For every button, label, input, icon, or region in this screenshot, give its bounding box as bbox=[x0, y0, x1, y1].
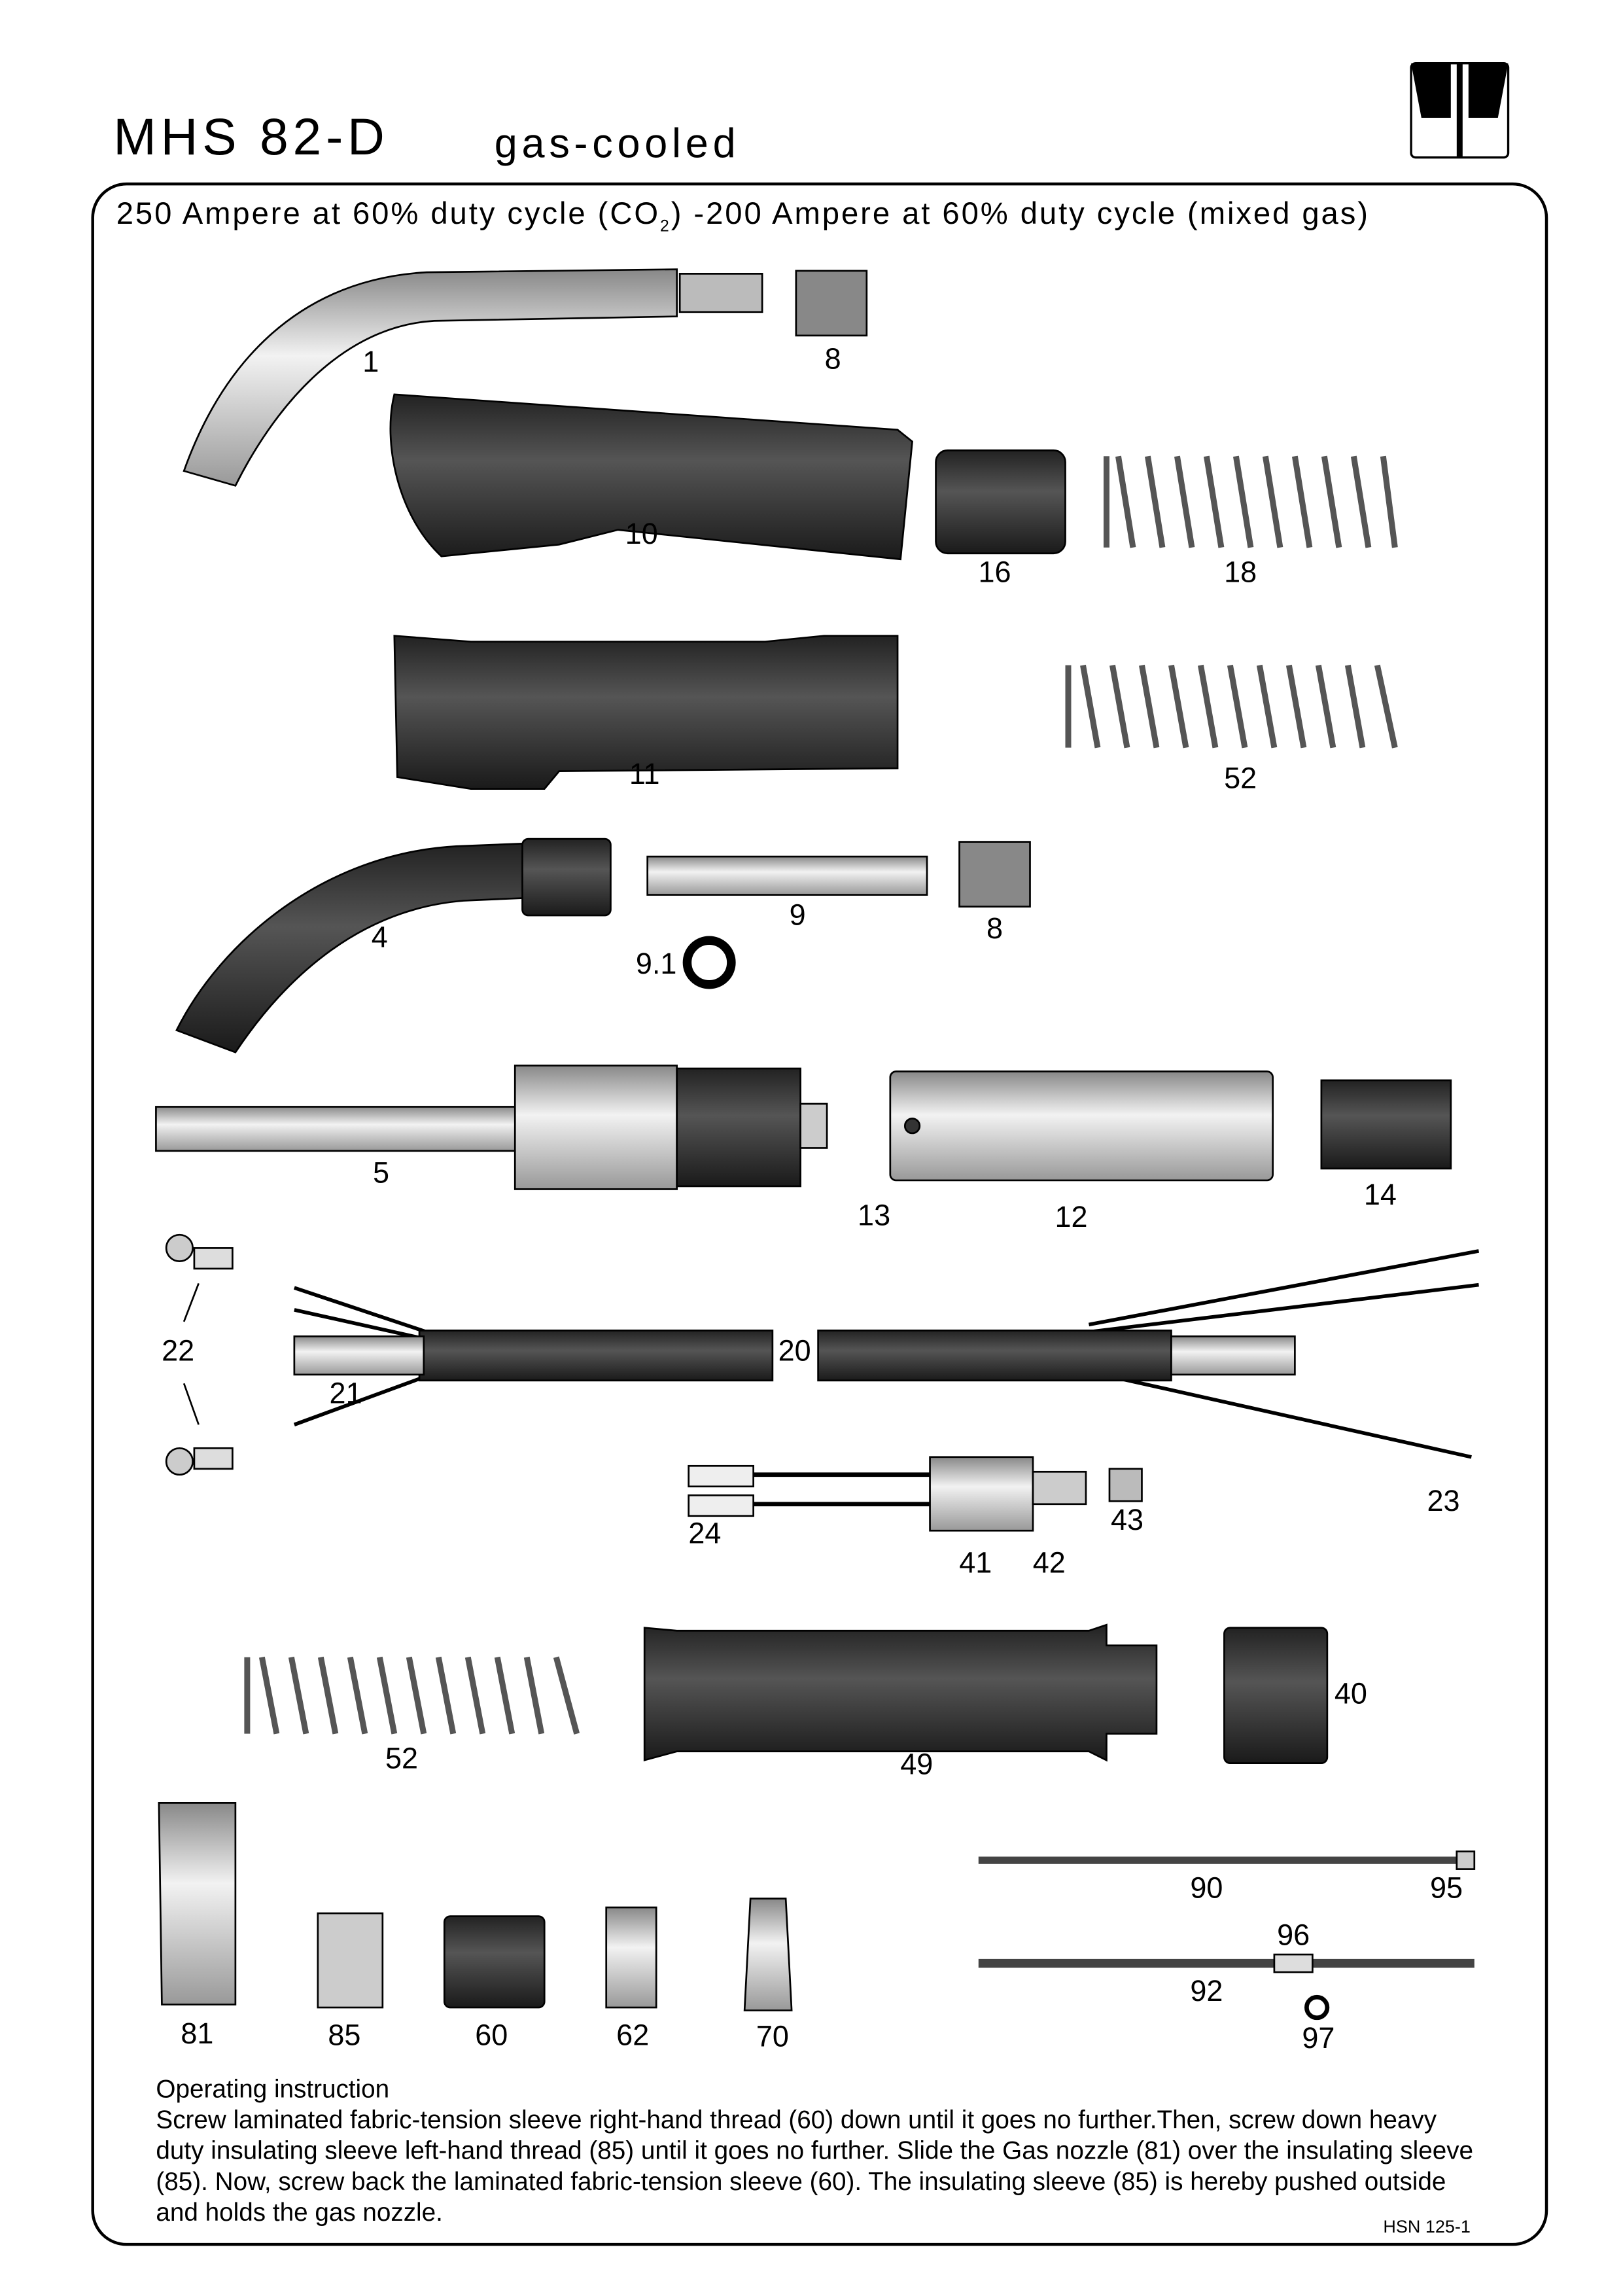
part-label: 18 bbox=[1224, 557, 1257, 590]
part-label: 42 bbox=[1032, 1547, 1066, 1580]
part-40-nut bbox=[1223, 1627, 1329, 1765]
rating-line: 250 Ampere at 60% duty cycle (CO2) -200 … bbox=[116, 197, 1370, 236]
part-52-spring-b bbox=[244, 1656, 580, 1735]
part-label: 9.1 bbox=[635, 948, 677, 981]
part-10-handle bbox=[389, 393, 913, 561]
part-14-nut bbox=[1320, 1079, 1452, 1170]
part-label: 20 bbox=[778, 1335, 811, 1368]
part-96-sleeve bbox=[1273, 1953, 1314, 1973]
part-97-o-ring bbox=[1304, 1994, 1330, 2021]
part-label: 70 bbox=[756, 2021, 789, 2054]
part-13-screw bbox=[903, 1118, 921, 1135]
part-label: 62 bbox=[616, 2020, 650, 2053]
part-label: 4 bbox=[371, 922, 388, 955]
part-5-body bbox=[514, 1065, 678, 1190]
part-label: 16 bbox=[978, 557, 1011, 590]
part-label: 22 bbox=[162, 1335, 195, 1368]
part-label: 85 bbox=[328, 2020, 361, 2053]
part-70-contact-tip bbox=[743, 1898, 793, 2011]
part-label: 97 bbox=[1302, 2022, 1335, 2056]
part-label: 49 bbox=[900, 1749, 934, 1782]
part-label: 52 bbox=[1224, 763, 1257, 796]
part-9-gas-diffuser bbox=[646, 855, 928, 896]
part-label: 11 bbox=[629, 758, 660, 791]
part-label: 95 bbox=[1430, 1873, 1463, 1905]
page-subtitle: gas-cooled bbox=[494, 120, 741, 167]
part-label: 24 bbox=[688, 1518, 722, 1551]
part-label: 52 bbox=[385, 1743, 419, 1776]
part-81-gas-nozzle bbox=[158, 1802, 237, 2005]
part-5-grip bbox=[676, 1067, 801, 1188]
part-label: 10 bbox=[625, 518, 658, 552]
part-label: 41 bbox=[959, 1547, 992, 1580]
part-12-sleeve bbox=[889, 1070, 1274, 1182]
part-label: 8 bbox=[986, 913, 1003, 946]
part-20-cable-left bbox=[418, 1330, 774, 1382]
content-frame bbox=[91, 182, 1548, 2246]
part-62-tip-adapter bbox=[605, 1906, 657, 2009]
part-label: 8 bbox=[824, 344, 841, 376]
part-21-connector bbox=[293, 1335, 425, 1376]
part-9-1-o-ring bbox=[682, 936, 736, 989]
part-label: 92 bbox=[1190, 1975, 1223, 2009]
part-1-end bbox=[678, 273, 763, 313]
part-18-spring bbox=[1103, 455, 1398, 548]
part-connector-right bbox=[1170, 1335, 1296, 1376]
brand-logo bbox=[1410, 62, 1510, 159]
document-code: HSN 125-1 bbox=[1383, 2216, 1471, 2237]
part-11-handle-shell bbox=[393, 635, 899, 790]
part-label: 21 bbox=[329, 1378, 362, 1411]
part-95-liner-end bbox=[1456, 1850, 1476, 1870]
part-label: 40 bbox=[1334, 1678, 1367, 1711]
part-52-spring-a bbox=[1065, 664, 1398, 749]
part-label: 14 bbox=[1363, 1179, 1397, 1212]
part-20-cable-right bbox=[817, 1330, 1172, 1382]
part-16-nut bbox=[935, 449, 1066, 555]
part-60-tension-sleeve bbox=[443, 1915, 546, 2009]
part-label: 12 bbox=[1055, 1201, 1088, 1235]
operating-instructions: Operating instruction Screw laminated fa… bbox=[156, 2074, 1480, 2228]
part-label: 13 bbox=[858, 1200, 891, 1233]
part-label: 9 bbox=[789, 900, 806, 932]
part-5-tube bbox=[155, 1106, 525, 1152]
part-label: 81 bbox=[181, 2018, 214, 2051]
part-label: 23 bbox=[1427, 1485, 1460, 1519]
instructions-body: Screw laminated fabric-tension sleeve ri… bbox=[156, 2104, 1474, 2227]
part-label: 43 bbox=[1110, 1504, 1143, 1538]
instructions-heading: Operating instruction bbox=[156, 2074, 390, 2104]
part-4-swan-neck bbox=[175, 842, 531, 1053]
part-8-insulator-b bbox=[958, 841, 1031, 908]
part-22-cable-lugs bbox=[165, 1233, 234, 1476]
part-label: 5 bbox=[373, 1157, 390, 1190]
part-4-nut bbox=[521, 838, 612, 917]
part-49-handle-tube bbox=[643, 1623, 1158, 1762]
part-43-cap bbox=[1108, 1468, 1143, 1502]
part-label: 96 bbox=[1277, 1920, 1310, 1952]
page-title: MHS 82-D bbox=[113, 109, 389, 167]
part-label: 90 bbox=[1190, 1873, 1223, 1905]
part-85-insulating-sleeve bbox=[317, 1912, 384, 2009]
part-label: 1 bbox=[362, 346, 379, 380]
part-label: 60 bbox=[475, 2020, 508, 2053]
part-41-switch bbox=[929, 1456, 1034, 1532]
part-8-insulator bbox=[795, 270, 868, 337]
part-1-swan-neck bbox=[183, 268, 678, 487]
